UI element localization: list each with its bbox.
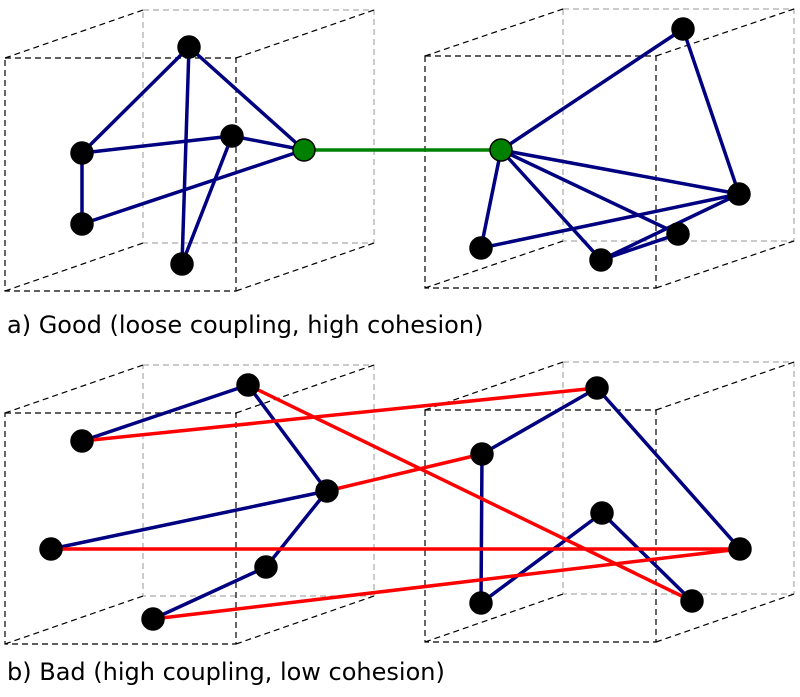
box-b-right-depth-edge-3 [655, 593, 795, 643]
node-b-l2 [70, 429, 94, 453]
edge-b-r2-r1 [480, 386, 599, 456]
node-b-l3 [315, 479, 339, 503]
edge-b-cross-l6-r4 [151, 547, 742, 621]
node-b-r1 [585, 376, 609, 400]
box-a-left [4, 9, 375, 292]
box-b-left-back-face [142, 364, 375, 597]
edge-a-ri-r2 [499, 148, 741, 196]
box-a-left-depth-edge-3 [235, 242, 375, 292]
node-a-r3 [666, 222, 690, 246]
node-b-r5 [469, 591, 493, 615]
edge-a-l1-l5 [180, 45, 191, 266]
node-b-r2 [470, 442, 494, 466]
node-b-l6 [141, 607, 165, 631]
edge-b-cross-l3-r2 [325, 452, 484, 493]
edge-b-r1-r4 [595, 386, 742, 551]
box-b-left-depth-edge-2 [4, 595, 144, 645]
node-b-r3 [590, 501, 614, 525]
node-a-r5 [469, 236, 493, 260]
box-a-right-depth-edge-1 [655, 8, 795, 57]
box-b-left-depth-edge-3 [235, 595, 375, 645]
node-b-r4 [728, 537, 752, 561]
node-a-r1 [671, 17, 695, 41]
box-a-right-front-face [424, 55, 657, 289]
node-b-l1 [236, 373, 260, 397]
edge-b-l2-l1 [80, 383, 250, 443]
box-a-left-back-face [142, 9, 375, 244]
node-a-l5 [170, 252, 194, 276]
edge-b-cross-l2-r1 [80, 386, 599, 443]
edge-a-l2-li [230, 134, 306, 152]
box-a-right-depth-edge-0 [424, 8, 564, 57]
edge-a-r1-r2 [681, 27, 741, 196]
node-a-l4 [70, 212, 94, 236]
interface-node-a-right [489, 138, 513, 162]
component-nodes [39, 17, 752, 631]
box-b-left-depth-edge-1 [235, 364, 375, 414]
box-b-left-depth-edge-0 [4, 364, 144, 414]
edge-a-r5-r2 [479, 192, 741, 250]
caption-bad: b) Bad (high coupling, low cohesion) [7, 658, 445, 686]
edge-a-ri-r4 [499, 148, 603, 262]
box-b-right-back-face [562, 361, 795, 595]
edge-b-l4-l3 [49, 489, 329, 551]
box-b-left-front-face [4, 412, 237, 645]
edge-b-l3-l5 [264, 489, 329, 569]
edge-a-ri-r5 [479, 148, 503, 250]
node-a-r2 [727, 182, 751, 206]
edge-a-l3-l2 [80, 134, 234, 155]
edge-b-l1-l3 [246, 383, 329, 493]
node-a-l2 [220, 124, 244, 148]
node-a-l1 [177, 35, 201, 59]
box-b-left [4, 364, 375, 645]
caption-good: a) Good (loose coupling, high cohesion) [7, 311, 484, 339]
box-a-right-back-face [562, 8, 795, 242]
edge-a-ri-r3 [499, 148, 680, 236]
box-a-right [424, 8, 795, 289]
box-a-left-depth-edge-2 [4, 242, 144, 292]
edge-a-l4-li [80, 148, 306, 226]
node-a-r4 [589, 248, 613, 272]
interface-node-a-left [292, 138, 316, 162]
dependency-edges [49, 27, 742, 621]
edge-a-l1-li [187, 45, 306, 152]
edge-a-l1-l3 [80, 45, 191, 155]
box-a-left-front-face [4, 57, 237, 292]
box-a-left-depth-edge-0 [4, 9, 144, 59]
edge-b-r3-r6 [600, 511, 694, 603]
edge-b-l5-l6 [151, 565, 268, 621]
module-boxes [4, 8, 795, 645]
node-b-r6 [680, 589, 704, 613]
box-b-right-depth-edge-1 [655, 361, 795, 411]
edge-b-r5-r3 [479, 511, 604, 605]
edge-a-l2-l5 [180, 134, 234, 266]
box-a-right-depth-edge-3 [655, 240, 795, 289]
node-b-l4 [39, 537, 63, 561]
box-a-right-depth-edge-2 [424, 240, 564, 289]
node-b-l5 [254, 555, 278, 579]
node-a-l3 [70, 141, 94, 165]
box-b-right-front-face [424, 409, 657, 643]
box-a-left-depth-edge-1 [235, 9, 375, 59]
edge-a-ri-r1 [499, 27, 685, 152]
box-b-right-depth-edge-2 [424, 593, 564, 643]
